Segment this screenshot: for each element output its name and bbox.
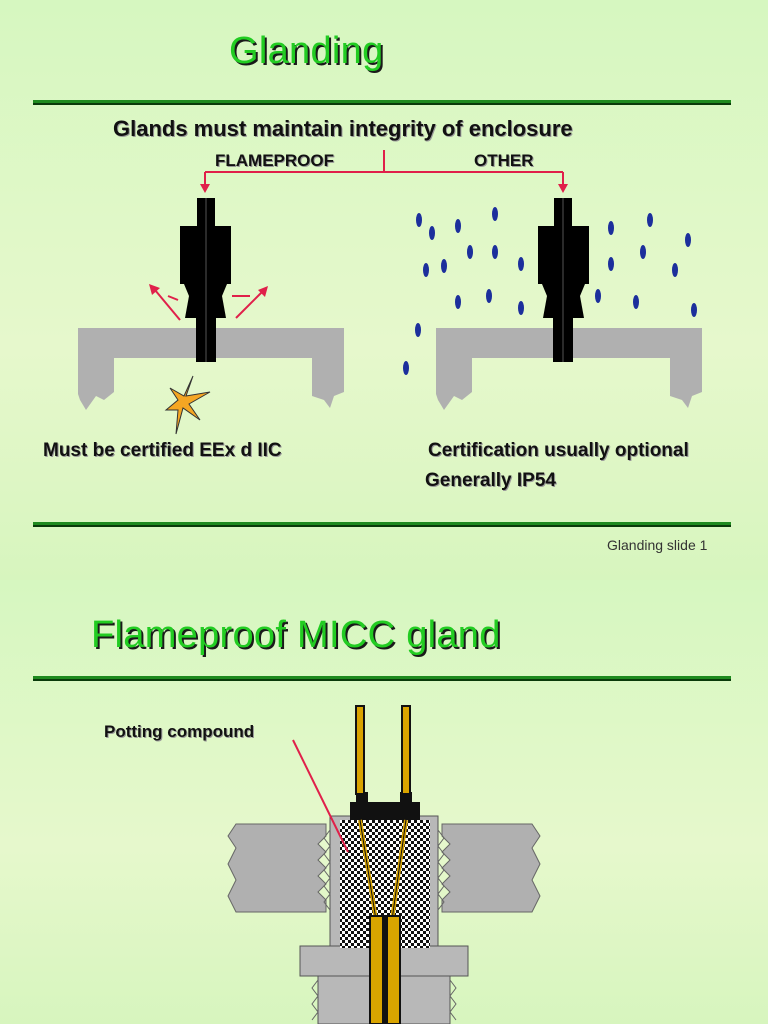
other-caption-ip-rating: Generally IP54 xyxy=(425,470,556,491)
slide-footer: Glanding slide 1 xyxy=(607,537,708,553)
micc-gland-diagram xyxy=(227,705,541,1024)
explosion-spark-icon xyxy=(164,375,211,435)
flame-escape-arrows xyxy=(149,284,268,321)
flameproof-label: FLAMEPROOF xyxy=(215,151,334,170)
footer-divider xyxy=(33,522,731,525)
slide-flameproof-micc-gland: Flameproof MICC gland Potting compound xyxy=(0,580,768,1024)
seal-cap xyxy=(350,792,420,820)
other-enclosure xyxy=(436,328,702,410)
glanding-diagram xyxy=(78,150,702,435)
slide-glanding: Glanding Glands must maintain integrity … xyxy=(0,0,768,580)
enclosure-walls xyxy=(227,823,541,913)
other-gland xyxy=(538,198,589,362)
flameproof-caption: Must be certified EEx d IIC xyxy=(43,440,282,461)
other-label: OTHER xyxy=(474,151,534,170)
other-caption-certification: Certification usually optional xyxy=(428,440,689,461)
gland-thread-lines xyxy=(311,829,457,1021)
slide-title: Glanding xyxy=(229,30,384,72)
title-divider xyxy=(33,676,731,679)
callout-line xyxy=(292,739,349,853)
slide-title: Flameproof MICC gland xyxy=(91,614,501,656)
potting-compound-callout: Potting compound xyxy=(104,722,255,741)
flameproof-enclosure xyxy=(78,328,344,410)
label-connector-arrows xyxy=(200,150,568,193)
slide-subtitle: Glands must maintain integrity of enclos… xyxy=(113,116,573,141)
title-divider xyxy=(33,100,731,103)
water-droplets xyxy=(403,207,697,375)
conductors xyxy=(355,705,411,1024)
flameproof-gland xyxy=(180,198,231,362)
